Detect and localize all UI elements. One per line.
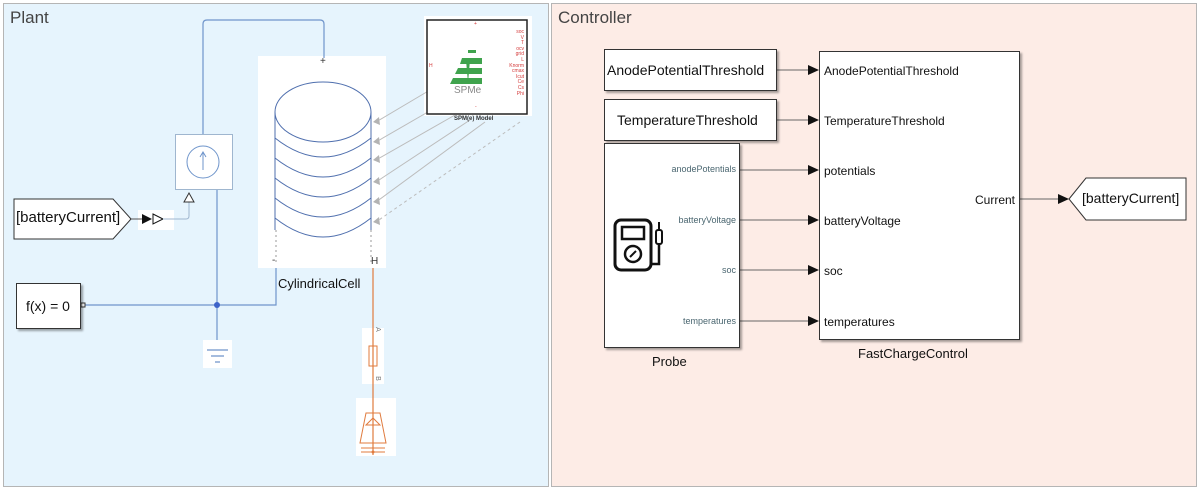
fcc-input-temperatures: temperatures — [824, 315, 895, 329]
spme-block-label: SPM(e) Model — [454, 116, 494, 122]
current-source-icon — [186, 145, 220, 179]
controller-area-title: Controller — [558, 8, 632, 27]
multimeter-icon — [613, 218, 663, 272]
temperature-threshold-block[interactable]: TemperatureThreshold — [604, 99, 777, 141]
spme-port: L — [521, 56, 524, 63]
fcc-output-current: Current — [974, 193, 1015, 207]
probe-label: Probe — [652, 354, 687, 369]
cell-input-arrows — [373, 117, 380, 225]
temperature-source-block[interactable] — [356, 398, 396, 456]
fcc-input-soc: soc — [824, 264, 843, 278]
wire-source-to-cell-plus[interactable] — [202, 19, 325, 134]
plant-area-title: Plant — [10, 8, 49, 27]
spme-output-ports: soc V T ocv grid L Knorm cmax Icut Ce Cs… — [500, 29, 524, 97]
probe-port-temperatures: temperatures — [682, 316, 736, 326]
temperature-threshold-label: TemperatureThreshold — [617, 112, 758, 128]
fcc-input-anode-threshold: AnodePotentialThreshold — [824, 64, 959, 78]
spme-top-port: + — [474, 21, 477, 27]
probe-port-battery-voltage: batteryVoltage — [678, 215, 736, 225]
solver-port — [80, 302, 86, 308]
current-arrow-icon — [199, 151, 207, 170]
cylindrical-cell-icon — [274, 81, 372, 238]
goto-block-shape — [1068, 177, 1187, 221]
spme-port: Knorm — [509, 62, 524, 69]
cell-plus-port: + — [320, 56, 326, 67]
fcc-input-battery-voltage: batteryVoltage — [824, 214, 901, 228]
spme-port: Ce — [517, 79, 524, 86]
goto-block[interactable]: [batteryCurrent] — [1068, 177, 1188, 221]
spme-port: T — [520, 40, 524, 47]
resistor-port-a: A — [373, 327, 381, 332]
temperature-source-icon — [359, 412, 387, 453]
probe-block[interactable]: anodePotentials batteryVoltage soc tempe… — [604, 143, 740, 348]
from-block[interactable]: [batteryCurrent] — [13, 198, 133, 240]
spme-model-block[interactable] — [426, 19, 528, 115]
anode-threshold-label: AnodePotentialThreshold — [607, 62, 765, 78]
wire-junction — [214, 302, 220, 308]
probe-port-soc: soc — [721, 265, 736, 275]
spme-logo-icon — [450, 50, 482, 84]
spme-port: Cs — [517, 84, 524, 91]
thermal-reference-dot — [371, 450, 375, 454]
fcc-input-temperature-threshold: TemperatureThreshold — [824, 114, 945, 128]
source-signal-port — [183, 191, 195, 203]
fast-charge-control-label: FastChargeControl — [858, 346, 968, 361]
spme-bottom-port: - — [475, 104, 477, 110]
spme-icon-text: SPMe — [454, 85, 482, 96]
electrical-reference-block[interactable] — [203, 340, 232, 368]
solver-label: f(x) = 0 — [26, 298, 70, 314]
spme-port: ocv — [516, 45, 524, 52]
spme-port: grid — [515, 51, 524, 58]
spme-port: Phi — [516, 90, 524, 97]
wire-solver-to-cell-minus[interactable] — [84, 268, 277, 306]
converter-output-arrow — [152, 213, 165, 225]
cell-dotted-leads — [275, 230, 372, 262]
anode-potential-threshold-block[interactable]: AnodePotentialThreshold — [604, 49, 777, 91]
spme-port: soc — [516, 29, 524, 35]
cylindrical-cell-block[interactable] — [258, 56, 386, 268]
spme-left-port: H — [429, 63, 433, 69]
from-block-label: [batteryCurrent] — [16, 209, 121, 226]
ground-icon — [207, 349, 228, 363]
cylindrical-cell-label: CylindricalCell — [278, 276, 361, 291]
solver-configuration-block[interactable]: f(x) = 0 — [16, 283, 81, 329]
goto-block-label: [batteryCurrent] — [1082, 190, 1180, 206]
current-source-block[interactable] — [175, 134, 233, 190]
thermal-resistor-icon — [368, 345, 378, 367]
converter-input-arrow — [142, 214, 152, 224]
from-block-shape — [13, 198, 132, 240]
spme-port: V — [520, 34, 524, 41]
fcc-input-potentials: potentials — [824, 164, 876, 178]
probe-port-anode-potentials: anodePotentials — [671, 164, 736, 174]
controller-wires — [740, 69, 1058, 322]
resistor-port-b: B — [373, 376, 381, 381]
controller-wire-arrows — [808, 65, 1069, 326]
cell-thermal-port: H — [371, 256, 379, 267]
wire-converter-to-source[interactable] — [163, 202, 190, 220]
spme-port: cmax — [512, 68, 524, 75]
spme-port: Icut — [515, 73, 524, 80]
cell-minus-port: - — [272, 255, 276, 266]
fast-charge-control-block[interactable]: AnodePotentialThreshold TemperatureThres… — [819, 51, 1020, 340]
